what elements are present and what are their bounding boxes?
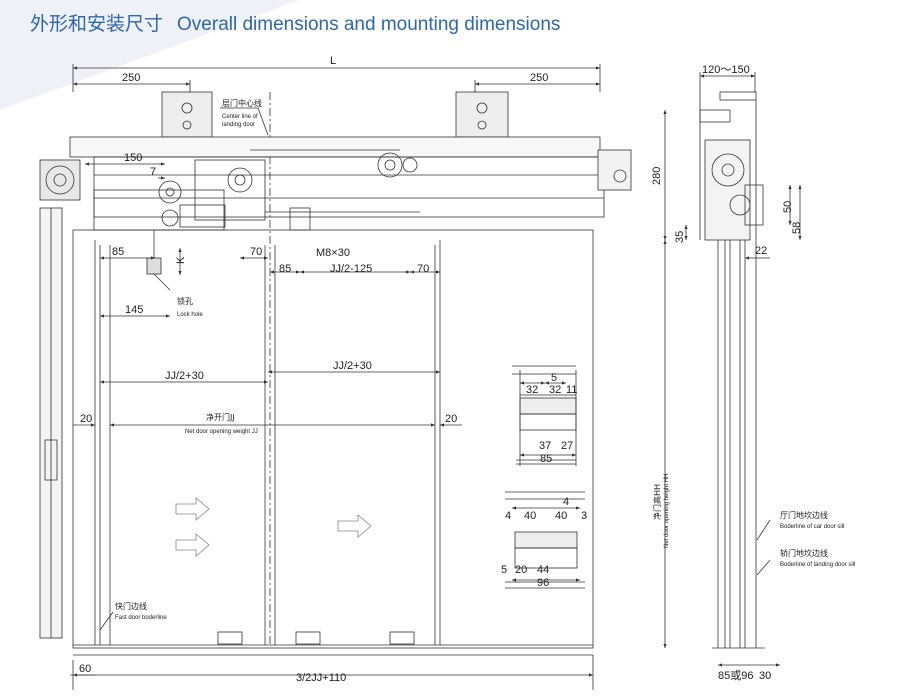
- dim-120-150: 120～150: [702, 64, 750, 76]
- detail-bottom: 4 4 40 40 3 5 20 44 96: [501, 491, 587, 589]
- dim-7: 7: [150, 166, 156, 178]
- dim-m8: M8×30: [316, 247, 350, 259]
- lock-hole-label-en: Lock hole: [177, 312, 203, 318]
- detail-bottom-dim-3: 3: [581, 510, 587, 522]
- dim-85-96: 85或96: [718, 669, 753, 682]
- dim-250-left: 250: [122, 72, 140, 84]
- detail-bottom-dim-5: 5: [501, 564, 507, 576]
- page-title-cn: 外形和安装尺寸: [30, 13, 164, 35]
- detail-top-dim-27: 27: [561, 440, 573, 452]
- dim-145: 145: [125, 304, 143, 316]
- detail-top: 5 32 32 11 37 27 85: [512, 365, 577, 466]
- dim-70-b: 70: [417, 263, 429, 275]
- dim-70-a: 70: [250, 246, 262, 258]
- detail-top-dim-32-a: 32: [526, 384, 538, 396]
- dim-85-b: 85: [279, 263, 291, 275]
- dim-jj2-30-right: JJ/2+30: [333, 360, 372, 372]
- detail-bottom-dim-40-b: 40: [555, 510, 567, 522]
- detail-bottom-dim-44: 44: [537, 564, 549, 576]
- center-line-label-cn: 层门中心线: [222, 98, 262, 108]
- dim-280: 280: [651, 167, 663, 185]
- center-line-label-en-2: landing door: [222, 122, 255, 128]
- dim-60: 60: [79, 663, 91, 675]
- dim-35: 35: [674, 231, 686, 243]
- front-view: L 250 250 层门中心线 Center line of landing d…: [39, 55, 632, 690]
- dim-K: K: [175, 256, 187, 264]
- fast-door-label-en: Fast door boderline: [115, 615, 167, 621]
- car-sill-label-en: Boderline of car door sill: [780, 524, 844, 530]
- hh-label-en: Net door opening height HH: [664, 474, 670, 548]
- dim-bottom: 3/2JJ+110: [296, 672, 346, 684]
- dim-50: 50: [782, 201, 794, 213]
- page-title: 外形和安装尺寸 Overall dimensions and mounting d…: [30, 9, 560, 36]
- detail-top-dim-5: 5: [551, 372, 557, 384]
- car-sill-label-cn: 厅门地坎边线: [780, 510, 828, 520]
- dim-L: L: [330, 55, 336, 67]
- side-view: 120～150 280 50 58 35 22 净门高HH Net door o…: [651, 64, 855, 682]
- dim-250-right: 250: [530, 72, 548, 84]
- dim-58: 58: [791, 222, 803, 234]
- detail-bottom-dim-20: 20: [515, 564, 527, 576]
- dim-22: 22: [755, 245, 767, 257]
- dim-20-left: 20: [80, 413, 92, 425]
- dim-20-right: 20: [445, 413, 457, 425]
- dim-85-a: 85: [112, 246, 124, 258]
- dim-jj2-30-left: JJ/2+30: [165, 370, 204, 382]
- net-opening-label-en: Net door opening weight JJ: [185, 429, 258, 435]
- dim-150: 150: [124, 152, 142, 164]
- detail-top-dim-37: 37: [539, 440, 551, 452]
- dim-jj2-125: JJ/2-125: [330, 263, 372, 275]
- net-opening-label-cn: 净开门JJ: [206, 412, 235, 422]
- hh-label-cn: 净门高HH: [652, 484, 662, 520]
- detail-bottom-dim-96: 96: [537, 577, 549, 589]
- detail-top-dim-32-b: 32: [549, 384, 561, 396]
- detail-bottom-dim-4-left: 4: [505, 510, 511, 522]
- detail-top-dim-11: 11: [566, 384, 577, 396]
- page-title-en: Overall dimensions and mounting dimensio…: [177, 14, 561, 35]
- detail-bottom-dim-4-top: 4: [563, 496, 569, 508]
- fast-door-label-cn: 快门边线: [115, 601, 147, 611]
- center-line-label-en-1: Center line of: [222, 114, 258, 120]
- detail-bottom-dim-40-a: 40: [524, 510, 536, 522]
- lock-hole-label-cn: 锁孔: [177, 296, 193, 306]
- landing-sill-label-cn: 轿门地坎边线: [780, 548, 828, 558]
- dim-30: 30: [759, 670, 771, 682]
- detail-top-dim-85: 85: [540, 453, 552, 465]
- landing-sill-label-en: Boderline of landing door sill: [780, 562, 855, 568]
